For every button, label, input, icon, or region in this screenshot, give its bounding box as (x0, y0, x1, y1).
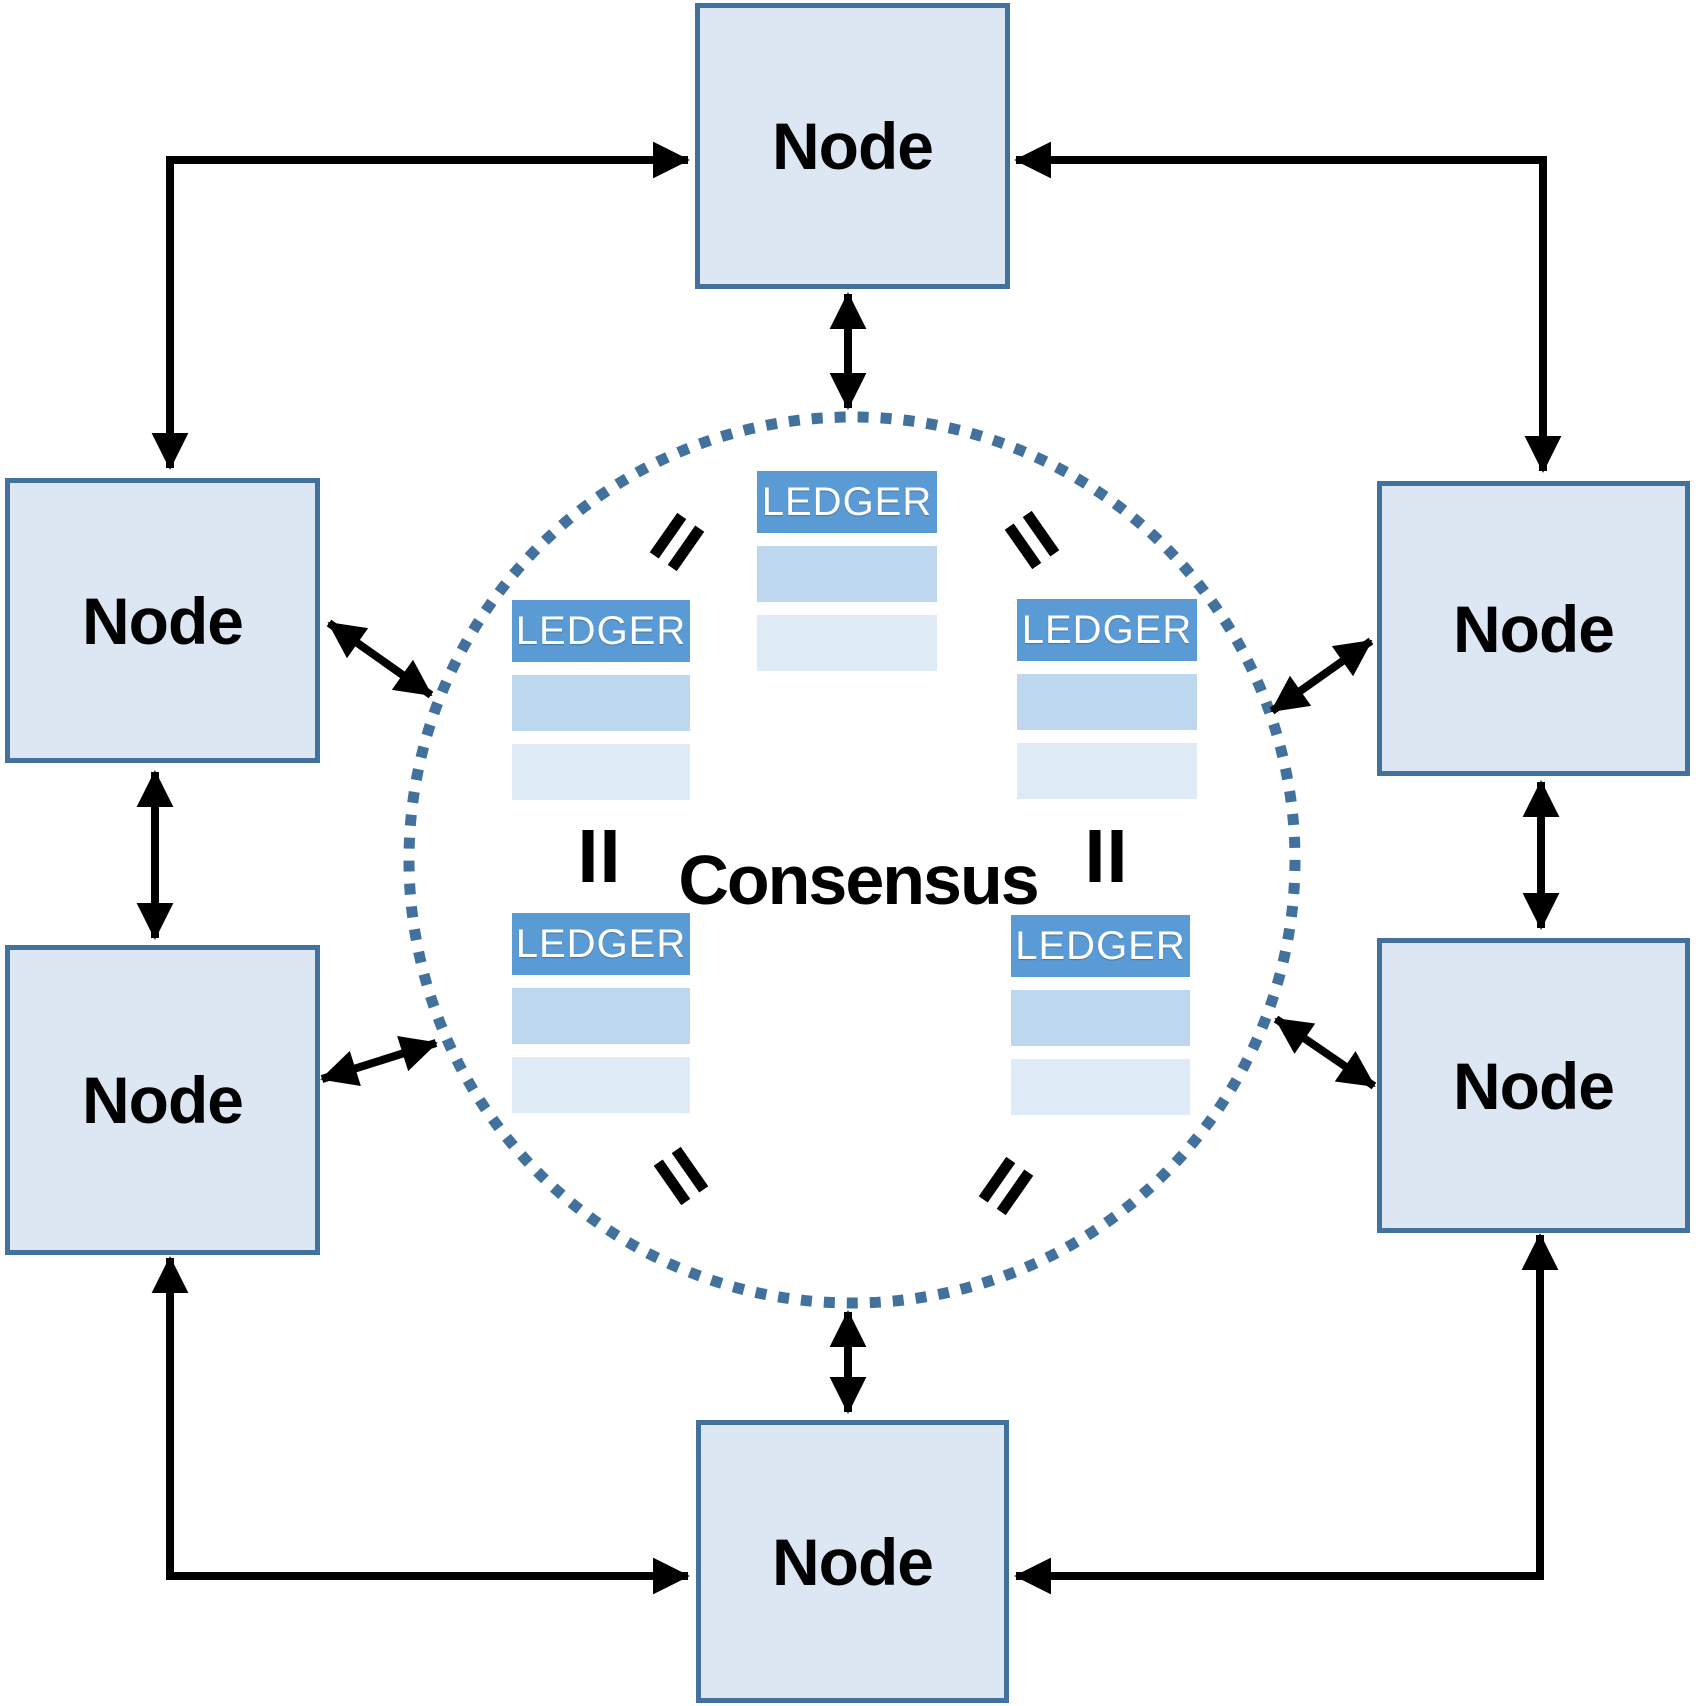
arrow-right-lower-circle (1273, 1015, 1377, 1090)
ledger-row (512, 1057, 690, 1113)
connector-bottom-left-elbow (151, 1256, 690, 1595)
equals-icon-ne (1004, 510, 1060, 570)
node-label: Node (1453, 1048, 1615, 1123)
node-right-lower: Node (1377, 938, 1690, 1233)
ledger-left: LEDGER (512, 600, 690, 800)
consensus-dotted-circle-icon (403, 411, 1301, 1309)
ledger-header: LEDGER (512, 600, 690, 662)
node-label: Node (772, 1524, 934, 1599)
ledger-row (757, 615, 937, 671)
ledger-row (1017, 743, 1197, 799)
ledger-row (512, 988, 690, 1044)
connector-top-left-elbow (151, 141, 690, 470)
ledger-row (512, 744, 690, 800)
node-left-lower: Node (5, 945, 320, 1255)
equals-icon-w (582, 830, 616, 882)
connector-bottom-right-elbow (1014, 1233, 1559, 1595)
ledger-bottom-right: LEDGER (1011, 915, 1190, 1115)
ledger-header: LEDGER (1017, 599, 1197, 661)
equals-icon-nw (649, 512, 705, 572)
equals-icon-se (978, 1156, 1034, 1216)
node-label: Node (772, 109, 934, 183)
consensus-label: Consensus (678, 841, 1039, 919)
node-bottom: Node (696, 1420, 1009, 1703)
connector-top-right-elbow (1014, 141, 1562, 473)
equals-icon-e (1089, 830, 1123, 882)
ledger-row (1011, 1059, 1190, 1115)
node-left-upper: Node (5, 478, 320, 763)
ledger-top: LEDGER (757, 471, 937, 671)
node-label: Node (82, 1063, 244, 1137)
node-right-upper: Node (1377, 481, 1690, 776)
node-label: Node (82, 583, 244, 658)
ledger-row (512, 675, 690, 731)
arrow-right-upper-circle (1269, 637, 1374, 715)
arrow-left-lower-circle (320, 1035, 438, 1087)
ledger-bottom-left: LEDGER (512, 913, 690, 1113)
ledger-header: LEDGER (757, 471, 937, 533)
node-label: Node (1453, 591, 1615, 666)
ledger-header: LEDGER (1011, 915, 1190, 977)
ledger-row (1017, 674, 1197, 730)
ledger-row (757, 546, 937, 602)
ledger-row (1011, 990, 1190, 1046)
arrow-left-upper-circle (326, 619, 434, 699)
node-top: Node (695, 3, 1010, 289)
equals-icon-sw (653, 1146, 709, 1206)
ledger-header: LEDGER (512, 913, 690, 975)
ledger-right: LEDGER (1017, 599, 1197, 799)
